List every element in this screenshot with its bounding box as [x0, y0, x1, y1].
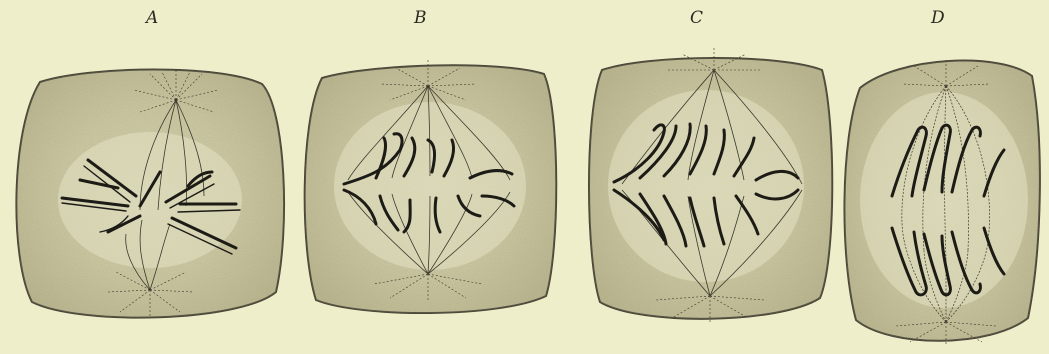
cell-b [305, 60, 557, 313]
cell-c [589, 48, 832, 324]
cell-d [844, 60, 1039, 346]
cell-a [16, 70, 284, 319]
cell-c-clear-zone [608, 90, 804, 282]
cell-b-clear-zone [334, 102, 526, 270]
